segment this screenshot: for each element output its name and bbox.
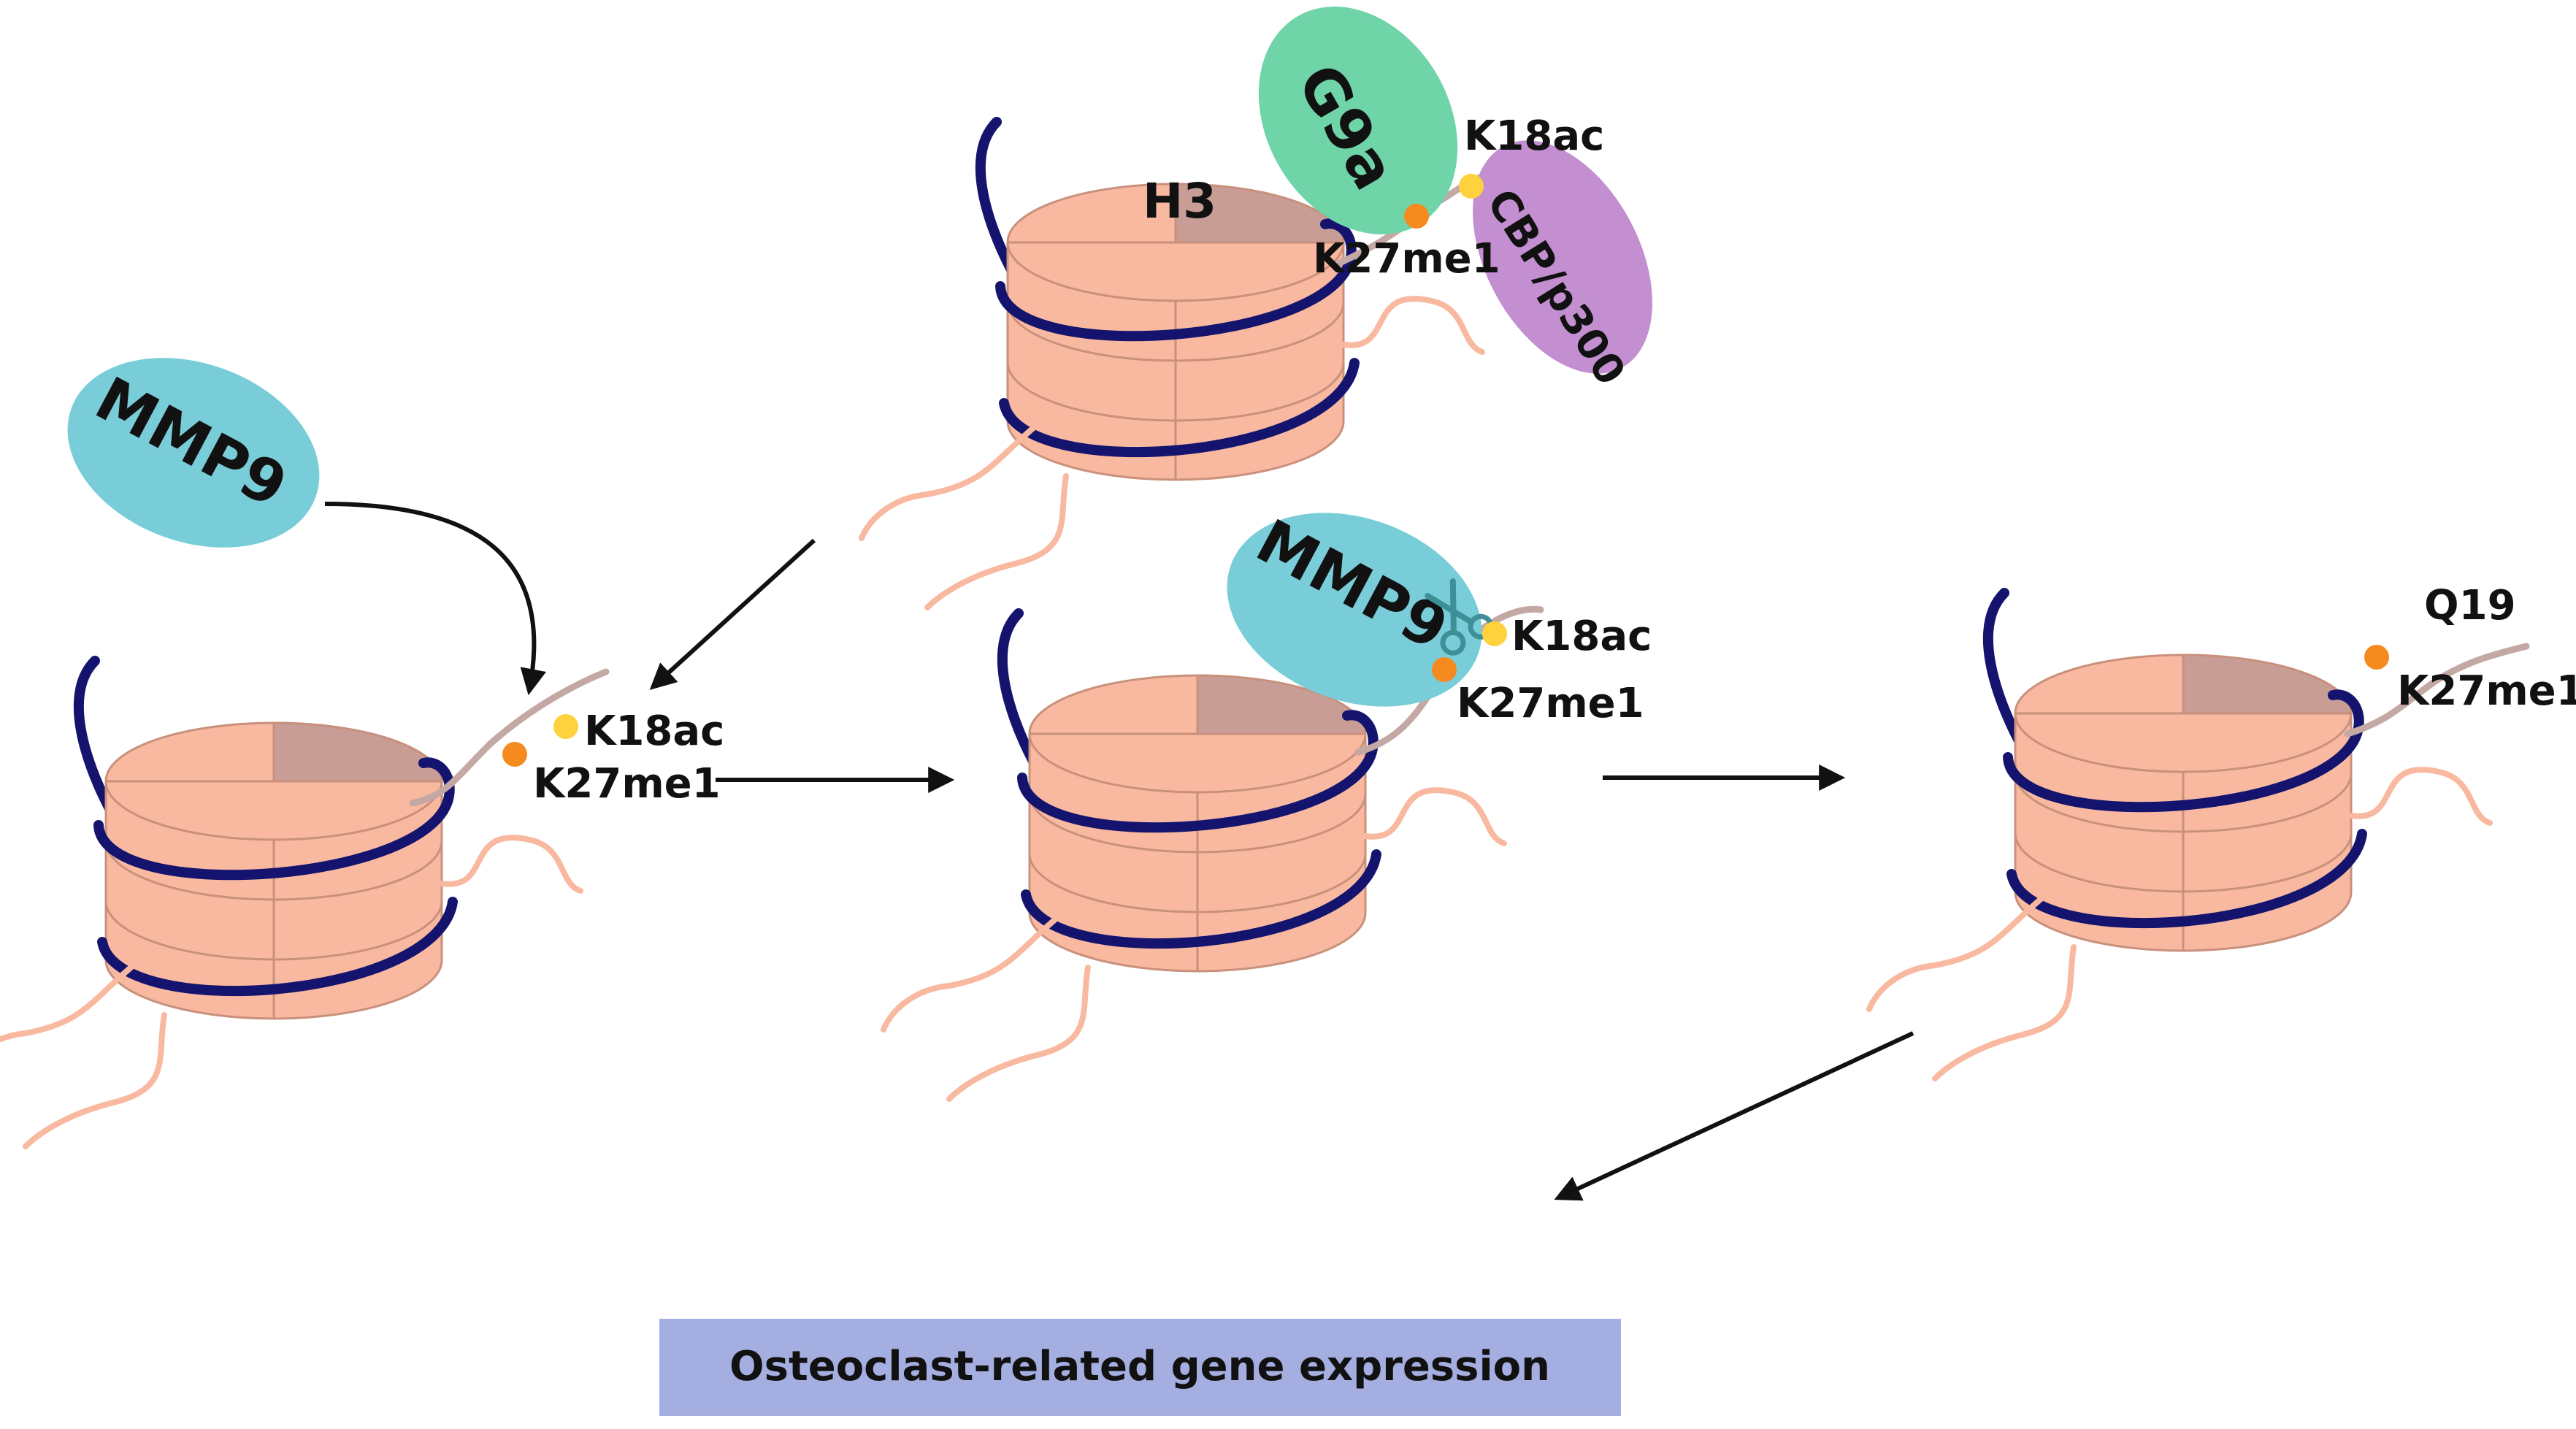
top-k18ac-label: K18ac (1464, 112, 1604, 160)
k18-acetyl-dot (553, 714, 578, 739)
mmp9-enzyme (67, 358, 320, 548)
free-mmp9: MMP9 (67, 358, 320, 548)
right-k27me1-label: K27me1 (2397, 667, 2576, 715)
left-k27me1-label: K27me1 (533, 760, 721, 808)
right-nucleosome: Q19 K27me1 (1869, 582, 2576, 1079)
mmp9-enzyme (1227, 513, 1482, 707)
left-k18ac-label: K18ac (584, 708, 724, 755)
scissors-icon (1425, 578, 1494, 656)
k27-methyl-dot (502, 742, 527, 767)
osteoclast-gene-expression-box: Osteoclast-related gene expression (659, 1319, 1621, 1416)
g9a-enzyme (1258, 7, 1458, 234)
arrow-right-to-expression (1554, 1031, 1914, 1201)
right-q19-label: Q19 (2424, 582, 2516, 629)
top-k27me1-label: K27me1 (1313, 235, 1500, 283)
middle-nucleosome: MMP9 K18ac K27me1 (883, 507, 1652, 1099)
left-nucleosome: K18ac K27me1 (0, 661, 724, 1146)
cbp-p300-enzyme (1473, 140, 1652, 374)
arrow-top-to-left (649, 538, 816, 690)
k27-methyl-dot (1404, 204, 1429, 229)
top-nucleosome: CBP/p300 G9a H3 K18ac K27me1 (862, 7, 1652, 608)
middle-k18ac-label: K18ac (1511, 613, 1652, 660)
k18-acetyl-dot (1482, 621, 1507, 646)
arrow-mmp9-to-nucleosome (324, 502, 547, 696)
k27-methyl-dot (1432, 657, 1457, 682)
k27-methyl-dot (2364, 645, 2389, 670)
middle-k27me1-label: K27me1 (1457, 680, 1644, 727)
footer-label: Osteoclast-related gene expression (729, 1343, 1550, 1390)
h3-label: H3 (1143, 173, 1216, 229)
k18-acetyl-dot (1459, 174, 1484, 199)
